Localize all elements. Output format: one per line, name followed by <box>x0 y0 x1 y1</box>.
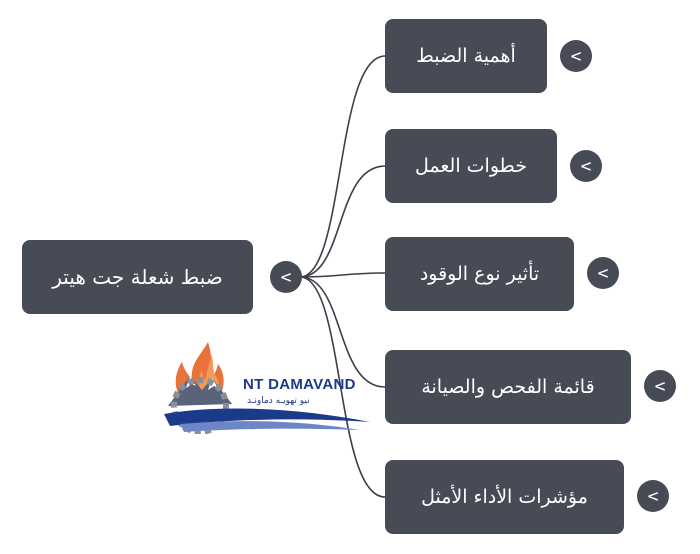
chevron-left-icon: < <box>280 266 292 288</box>
root-node-label: ضبط شعلة جت هيتر <box>52 265 223 289</box>
link-1 <box>299 55 386 278</box>
child-expand-toggle-1[interactable]: < <box>560 40 592 72</box>
child-node-label: أهمية الضبط <box>416 45 516 67</box>
logo-subtitle: نيو تهويـه دماونـد <box>247 396 310 406</box>
link-4 <box>299 276 386 388</box>
logo-wordmark: NT DAMAVAND <box>243 376 356 393</box>
link-3 <box>299 272 386 278</box>
child-node-label: تأثير نوع الوقود <box>419 263 540 285</box>
link-2 <box>299 165 386 278</box>
child-node-label: خطوات العمل <box>415 155 527 177</box>
chevron-left-icon: < <box>647 485 659 507</box>
child-node-steps[interactable]: خطوات العمل <box>385 129 557 203</box>
child-node-label: قائمة الفحص والصيانة <box>421 376 595 398</box>
child-node-importance[interactable]: أهمية الضبط <box>385 19 547 93</box>
chevron-left-icon: < <box>597 262 609 284</box>
chevron-left-icon: < <box>570 45 582 67</box>
child-expand-toggle-3[interactable]: < <box>587 257 619 289</box>
child-node-fuel-effect[interactable]: تأثير نوع الوقود <box>385 237 574 311</box>
chevron-left-icon: < <box>580 155 592 177</box>
root-node[interactable]: ضبط شعلة جت هيتر <box>22 240 253 314</box>
link-5 <box>299 276 386 498</box>
chevron-left-icon: < <box>654 375 666 397</box>
child-node-label: مؤشرات الأداء الأمثل <box>421 486 588 508</box>
child-node-inspection-checklist[interactable]: قائمة الفحص والصيانة <box>385 350 631 424</box>
child-expand-toggle-2[interactable]: < <box>570 150 602 182</box>
child-expand-toggle-4[interactable]: < <box>644 370 676 402</box>
child-expand-toggle-5[interactable]: < <box>637 480 669 512</box>
child-node-performance-indicators[interactable]: مؤشرات الأداء الأمثل <box>385 460 624 534</box>
nt-damavand-logo <box>164 342 370 434</box>
root-collapse-toggle[interactable]: < <box>270 261 302 293</box>
